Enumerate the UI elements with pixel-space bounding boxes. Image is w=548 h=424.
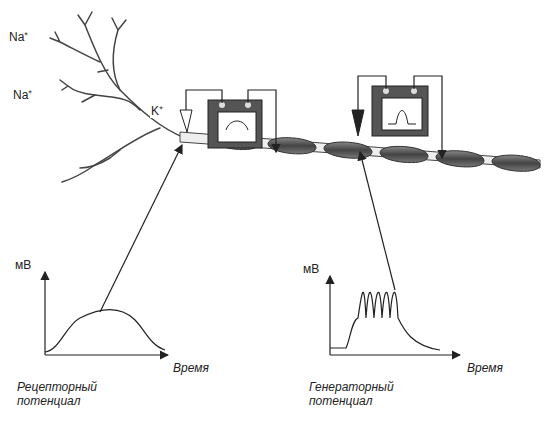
myelin-segment (324, 142, 372, 158)
axis-label: Время (172, 361, 210, 375)
ion-label: K⁺ (150, 104, 164, 118)
voltmeter (208, 100, 262, 148)
myelin-segment (268, 138, 316, 154)
ion-label: Na⁺ (12, 88, 33, 102)
myelin-segment (380, 146, 428, 162)
myelin-segment (436, 151, 484, 167)
graph-caption: Рецепторный потенциал (16, 380, 138, 408)
axis-label: мВ (14, 258, 32, 272)
axis-label: Время (466, 361, 504, 375)
ion-label: Na⁺ (8, 30, 29, 44)
graph-caption: Генераторный потенциал (308, 380, 430, 408)
myelin-segment (492, 155, 540, 171)
voltmeter (372, 86, 428, 136)
axis-label: мВ (302, 262, 320, 276)
